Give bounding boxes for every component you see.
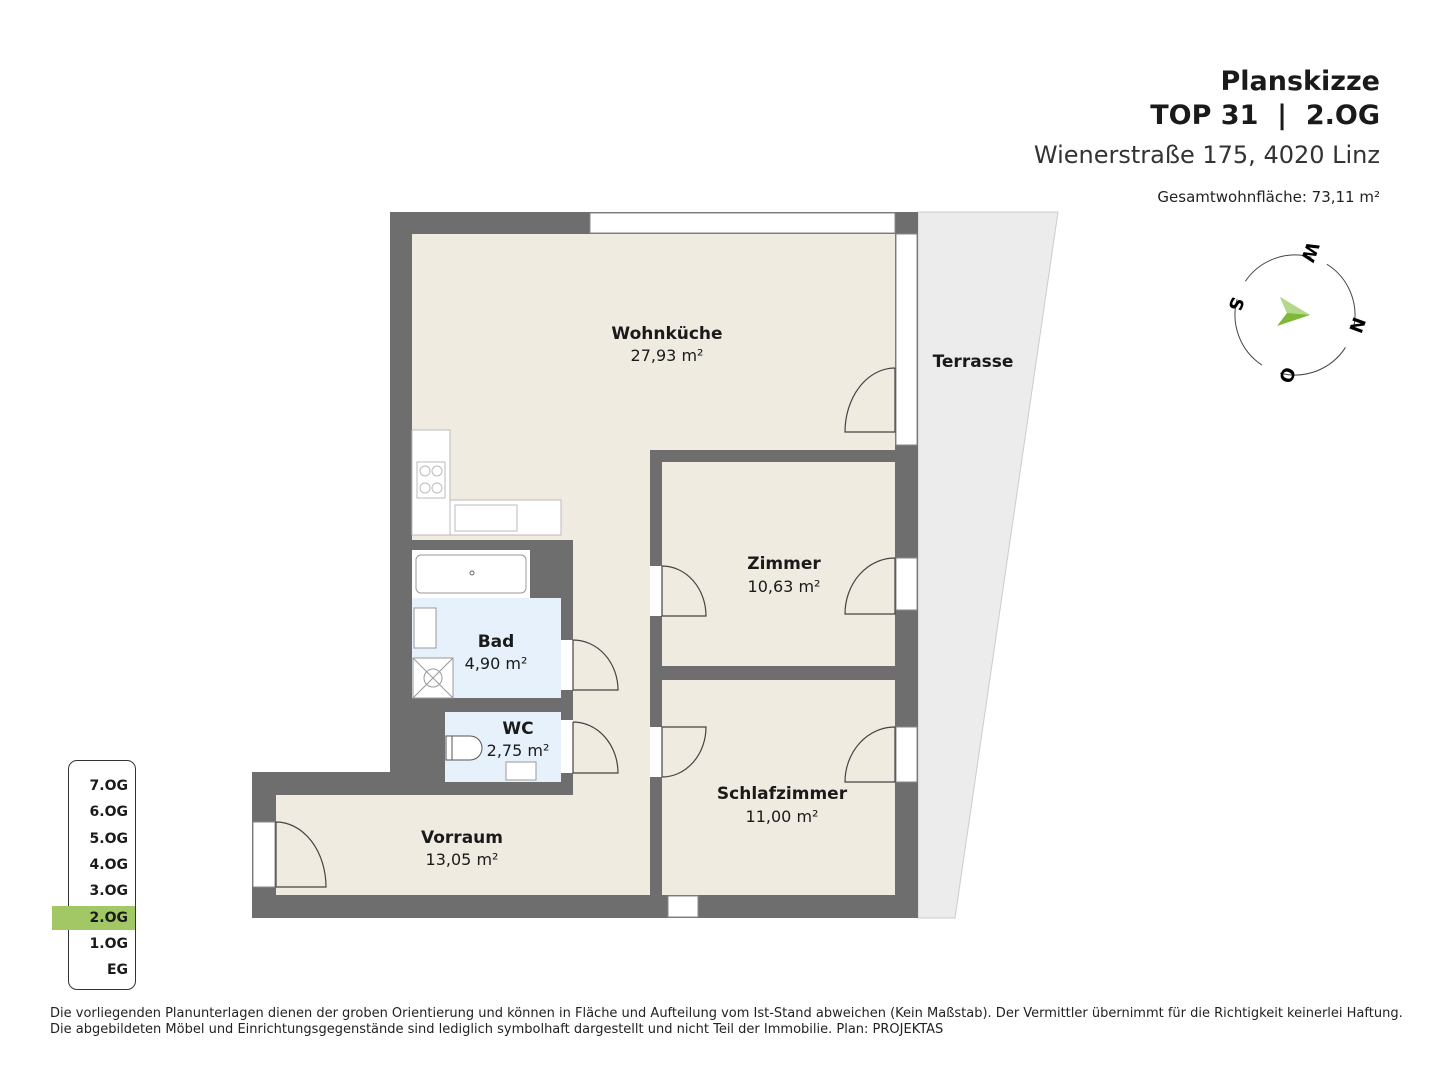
floor-5og[interactable]: 5.OG — [89, 831, 128, 847]
compass-w: W — [1296, 239, 1323, 265]
door-openings — [561, 566, 662, 777]
room-area-bad: 4,90 m² — [465, 654, 528, 673]
plan-title: Planskizze — [1220, 66, 1380, 97]
room-name-schlafzimmer: Schlafzimmer — [717, 784, 848, 804]
room-name-bad: Bad — [478, 632, 515, 652]
room-area-schlafzimmer: 11,00 m² — [746, 807, 819, 826]
floor-eg[interactable]: EG — [106, 962, 128, 978]
room-name-zimmer: Zimmer — [747, 554, 821, 574]
kitchen-counter — [411, 429, 562, 536]
room-area-wc: 2,75 m² — [487, 741, 550, 760]
compass-icon: W N O S — [1223, 239, 1369, 386]
room-name-vorraum: Vorraum — [421, 828, 503, 848]
floor-2og-active[interactable]: 2.OG — [52, 906, 135, 930]
bathtub — [412, 550, 530, 598]
total-area: Gesamtwohnfläche: 73,11 m² — [1157, 188, 1380, 206]
floor-1og[interactable]: 1.OG — [89, 936, 128, 952]
floor-plan: Wohnküche 27,93 m² Zimmer 10,63 m² Bad 4… — [252, 211, 1369, 919]
floors — [276, 234, 895, 895]
terrace — [917, 211, 1059, 919]
floor-6og[interactable]: 6.OG — [89, 804, 128, 820]
shower — [412, 657, 454, 699]
room-name-wohnkueche: Wohnküche — [611, 324, 722, 344]
disclaimer: Die vorliegenden Planunterlagen dienen d… — [50, 1006, 1403, 1037]
washbasin — [413, 607, 437, 649]
unit-label: TOP 31 | 2.OG — [1150, 100, 1380, 131]
floor-7og[interactable]: 7.OG — [89, 778, 128, 794]
toilet — [445, 735, 483, 761]
compass-s: S — [1223, 294, 1247, 313]
room-name-wc: WC — [502, 719, 533, 739]
wc-washbasin — [505, 761, 537, 781]
room-area-wohnkueche: 27,93 m² — [631, 346, 704, 365]
compass-n: N — [1344, 314, 1369, 335]
compass-o: O — [1274, 364, 1299, 386]
floor-3og[interactable]: 3.OG — [89, 883, 128, 899]
floor-selector: 7.OG 6.OG 5.OG 4.OG 3.OG 2.OG 1.OG EG — [52, 760, 136, 990]
room-area-vorraum: 13,05 m² — [426, 850, 499, 869]
address: Wienerstraße 175, 4020 Linz — [1033, 141, 1380, 169]
door-swings — [275, 367, 896, 888]
floor-4og[interactable]: 4.OG — [89, 857, 128, 873]
room-area-zimmer: 10,63 m² — [748, 577, 821, 596]
windows — [252, 212, 918, 918]
room-name-terrasse: Terrasse — [933, 352, 1014, 372]
